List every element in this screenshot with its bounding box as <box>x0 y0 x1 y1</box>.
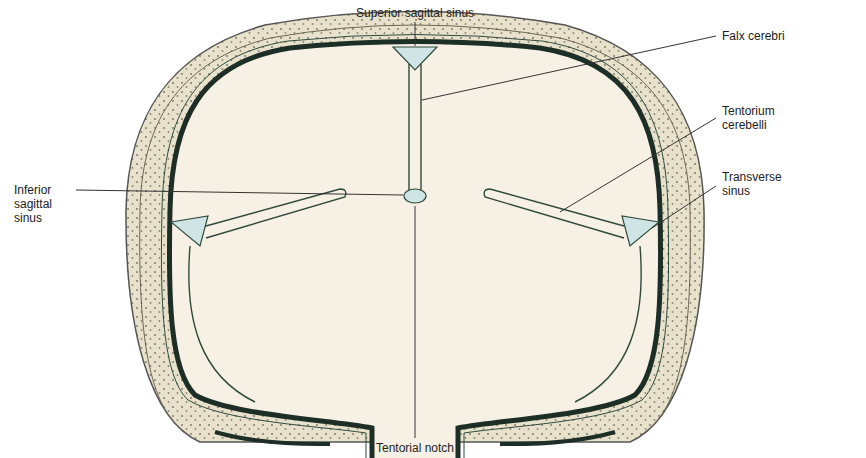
tentorium-lower-line <box>189 246 255 402</box>
sinus-shape <box>171 216 208 246</box>
tentorium-cerebelli <box>484 189 624 238</box>
label-text: Tentorium cerebelli <box>722 104 802 132</box>
cranial-cavity <box>169 42 660 458</box>
tentorium-cerebelli <box>206 189 346 238</box>
leader-line <box>415 22 416 46</box>
label-text: Superior sagittal sinus <box>356 6 474 20</box>
leader-line <box>415 206 416 438</box>
sinus-shape <box>404 189 426 203</box>
sinus-shape <box>622 216 659 246</box>
dura-curl <box>500 432 615 444</box>
leader-line <box>560 118 716 212</box>
leader-line <box>422 36 716 100</box>
dura-mater <box>169 42 660 458</box>
label-text: Inferior sagittal sinus <box>14 183 72 225</box>
falx-cerebri <box>409 64 421 190</box>
label-text: Falx cerebri <box>722 29 852 43</box>
sinus-shape <box>393 47 437 70</box>
leader-line <box>652 186 716 228</box>
dura-outer-line <box>161 35 668 458</box>
dura-curl <box>215 432 330 444</box>
leader-line <box>76 190 403 195</box>
label-text: Tentorial notch <box>376 441 454 455</box>
tentorium-lower-line <box>575 246 641 402</box>
label-text: Transverse sinus <box>722 170 802 198</box>
